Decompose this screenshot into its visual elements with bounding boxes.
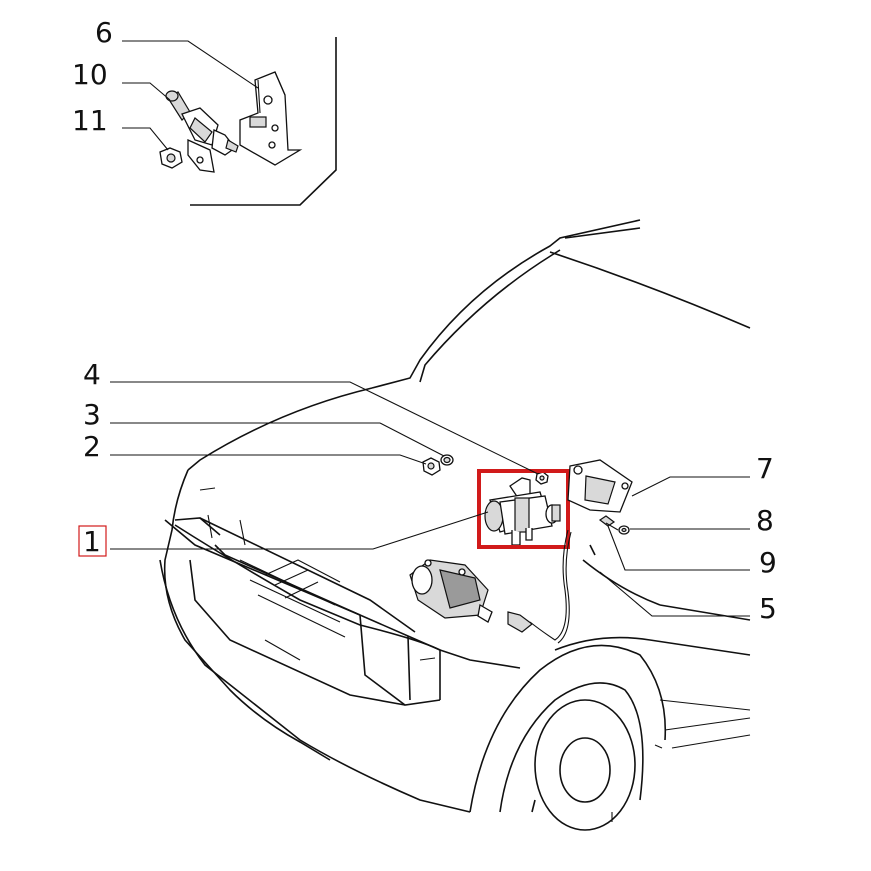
nut-part-2[interactable] [422,457,441,476]
cable-part-5[interactable] [507,529,572,644]
detail-inset [159,37,337,206]
highlight-box [477,469,570,549]
callout-4[interactable]: 4 [83,358,101,391]
callout-8[interactable]: 8 [756,504,774,537]
callout-7[interactable]: 7 [756,452,774,485]
callout-1-highlight-box [78,525,107,557]
nut-part-11[interactable] [159,147,183,169]
callouts: 6 10 11 4 3 2 1 7 8 9 5 [72,16,777,625]
washer-part-3[interactable] [440,454,454,466]
component-part-1[interactable] [484,477,561,546]
callout-5[interactable]: 5 [759,592,777,625]
callout-10[interactable]: 10 [72,58,108,91]
valve-part-10[interactable] [165,90,239,173]
bracket-part-6[interactable] [239,71,303,166]
washer-part-8[interactable] [618,525,630,535]
callout-11[interactable]: 11 [72,104,108,137]
leader-lines [110,40,750,617]
callout-1[interactable]: 1 [83,525,101,558]
callout-2[interactable]: 2 [83,430,101,463]
callout-3[interactable]: 3 [83,398,101,431]
distributor [409,559,493,623]
bracket-part-7[interactable] [567,459,633,513]
car-body [159,219,751,831]
bolt-part-9[interactable] [598,515,619,531]
callout-6[interactable]: 6 [95,16,113,49]
callout-9[interactable]: 9 [759,546,777,579]
